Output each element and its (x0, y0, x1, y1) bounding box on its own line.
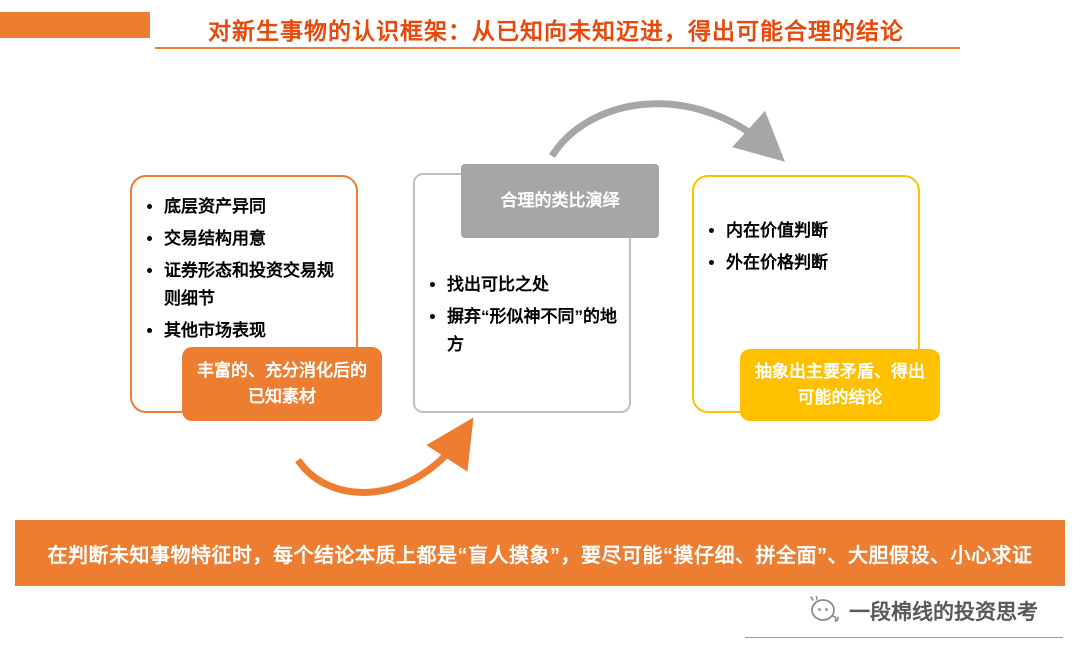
bullet-item: 摒弃“形似神不同”的地方 (447, 303, 619, 359)
watermark: 一段棉线的投资思考 (807, 596, 1038, 626)
bullet-item: 外在价格判断 (726, 249, 908, 277)
analogy-label: 合理的类比演绎 (461, 164, 659, 238)
bullet-item: 其他市场表现 (164, 317, 346, 345)
conclusion-label: 抽象出主要矛盾、得出可能的结论 (740, 349, 940, 421)
footer-banner: 在判断未知事物特征时，每个结论本质上都是“盲人摸象”，要尽可能“摸仔细、拼全面”… (15, 520, 1065, 586)
bullet-item: 证券形态和投资交易规则细节 (164, 257, 346, 313)
bullet-item: 底层资产异同 (164, 193, 346, 221)
watermark-divider (745, 637, 1063, 638)
watermark-text: 一段棉线的投资思考 (849, 601, 1038, 624)
known-material-label: 丰富的、充分消化后的已知素材 (182, 347, 382, 421)
analogy-bullet-list: 找出可比之处 摒弃“形似神不同”的地方 (415, 271, 629, 359)
title-underline (155, 47, 960, 49)
orange-curved-arrow (295, 417, 474, 496)
gray-curved-arrow (549, 100, 786, 162)
bullet-item: 内在价值判断 (726, 217, 908, 245)
bullet-item: 交易结构用意 (164, 225, 346, 253)
conclusion-bullet-list: 内在价值判断 外在价格判断 (694, 217, 918, 277)
bullet-item: 找出可比之处 (447, 271, 619, 299)
account-logo-icon (810, 596, 839, 623)
page-title: 对新生事物的认识框架：从已知向未知迈进，得出可能合理的结论 (208, 18, 904, 44)
title-accent-bar (0, 12, 150, 38)
known-material-bullet-list: 底层资产异同 交易结构用意 证券形态和投资交易规则细节 其他市场表现 (132, 193, 356, 345)
